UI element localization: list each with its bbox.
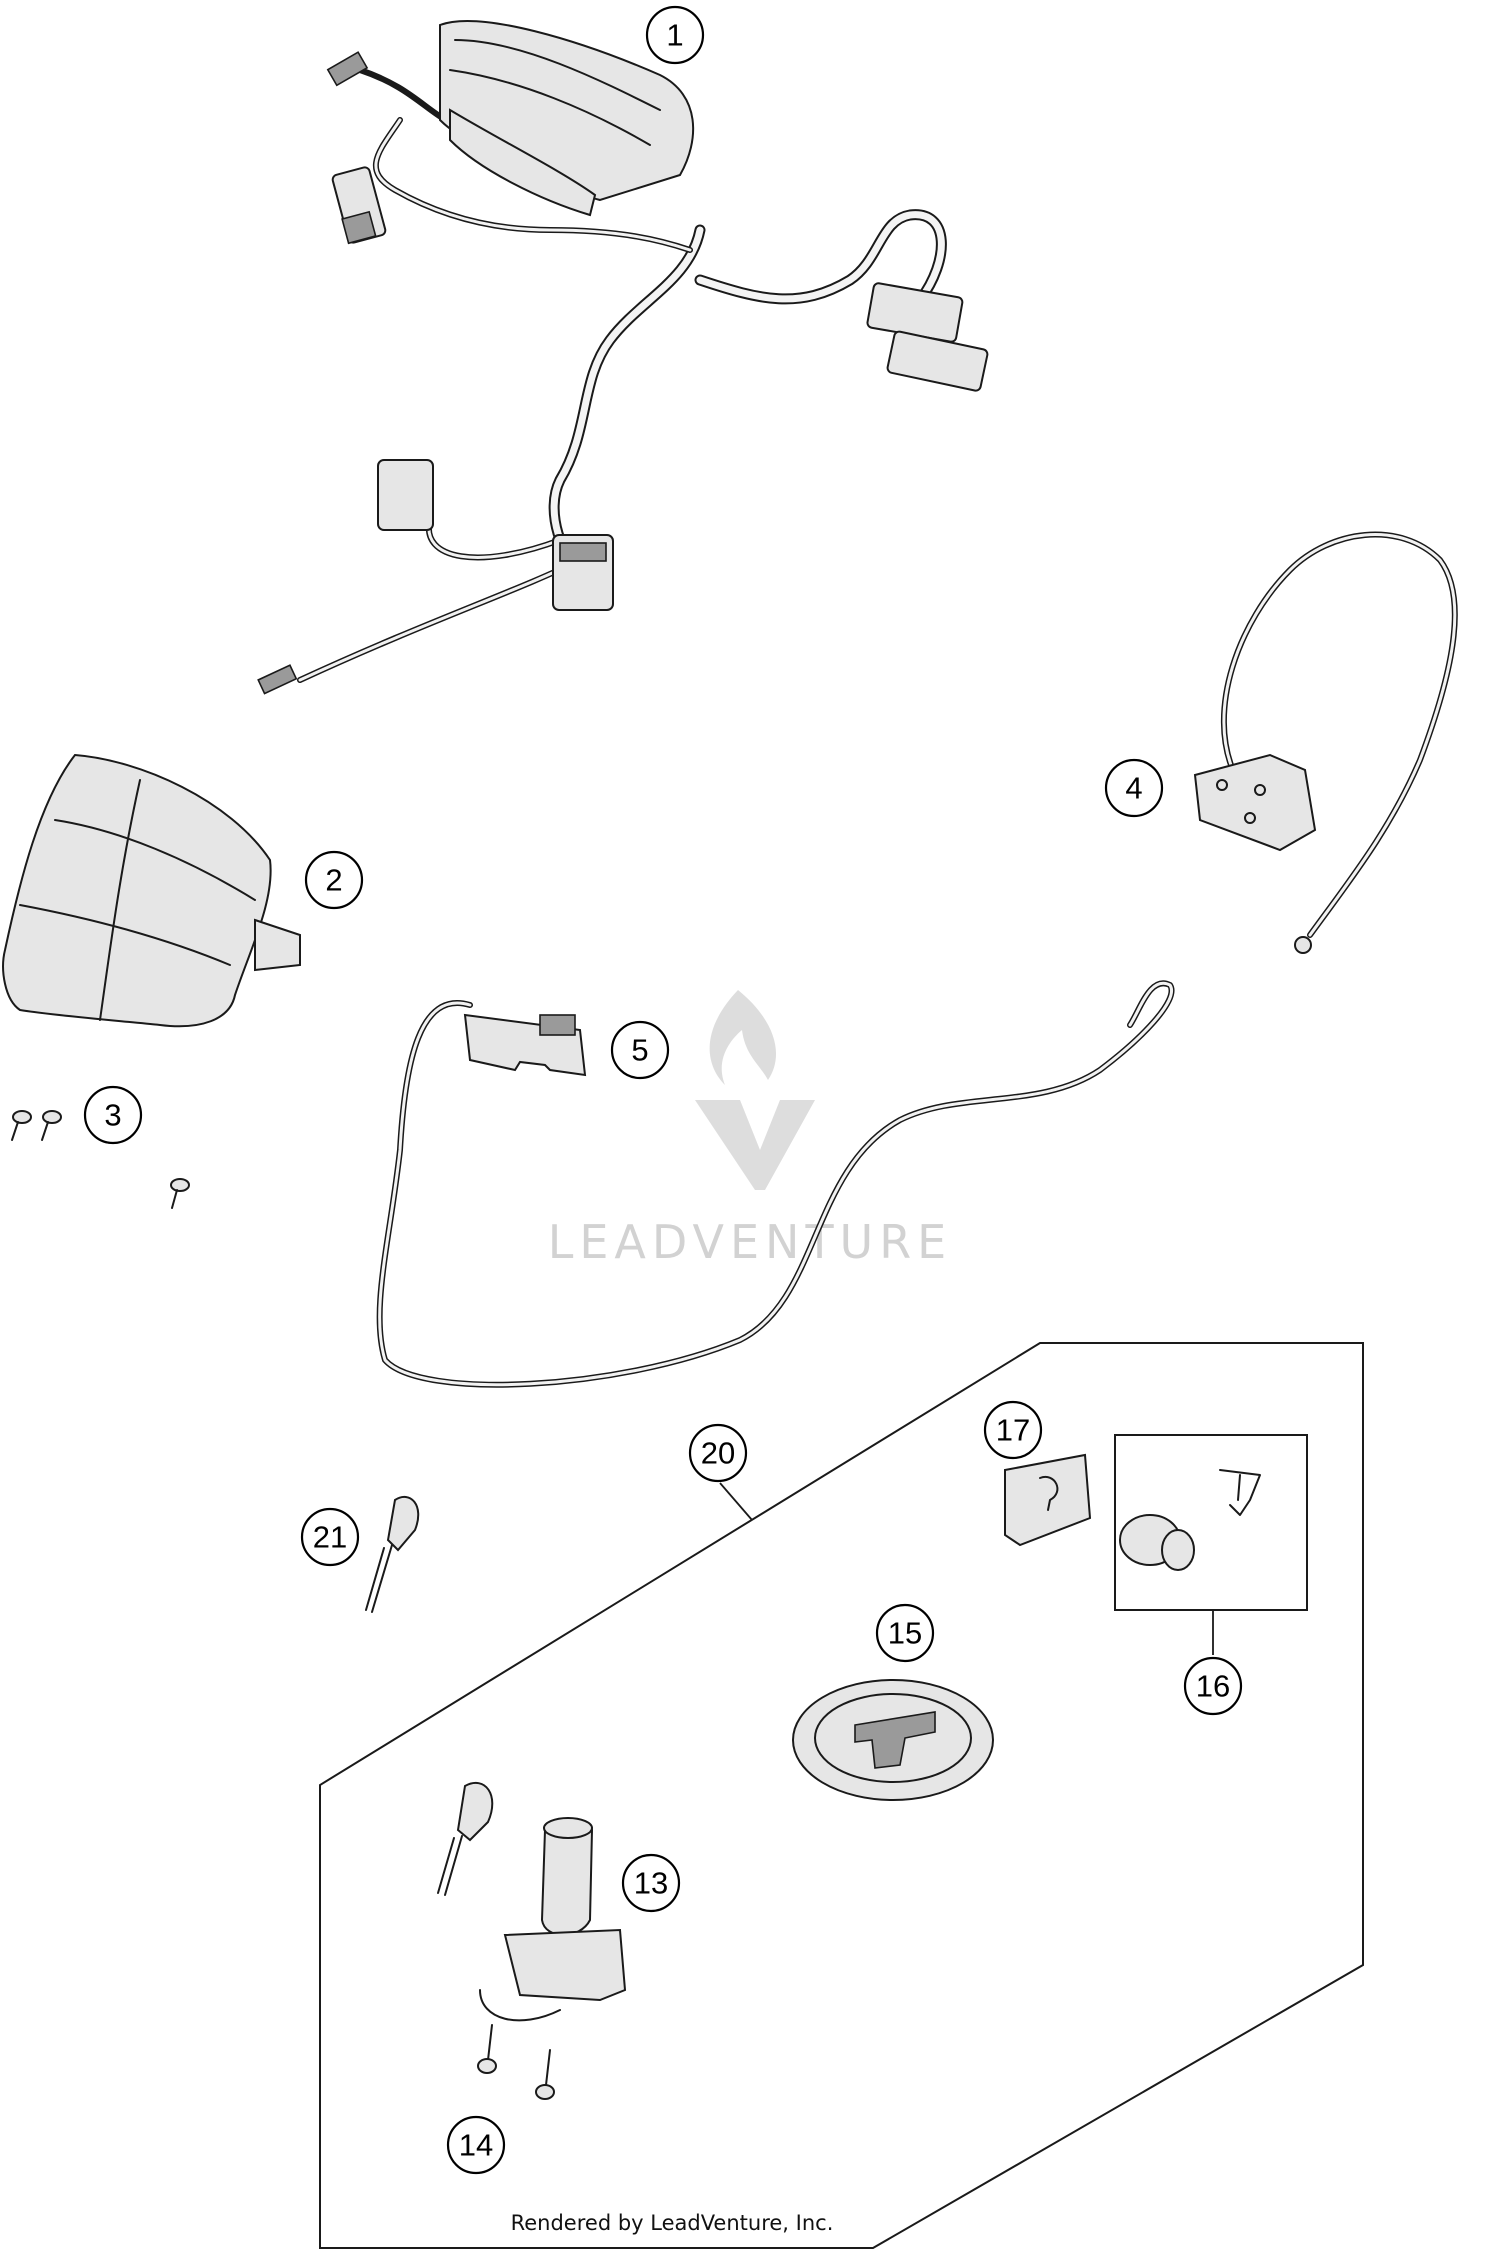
svg-text:5: 5: [631, 1033, 648, 1068]
headlight-mask-part: [2, 753, 301, 1028]
wiring-harness-part: [257, 20, 989, 695]
callout-17: 17: [983, 1400, 1043, 1460]
ignition-screws-part: [477, 2024, 555, 2100]
leader-20: [719, 1482, 753, 1521]
lock-plate-part: [1004, 1453, 1092, 1547]
svg-text:16: 16: [1196, 1669, 1230, 1704]
callout-3: 3: [83, 1085, 143, 1145]
watermark-flame-icon: [709, 990, 777, 1085]
callout-5: 5: [610, 1020, 670, 1080]
callout-14: 14: [446, 2115, 506, 2175]
svg-text:20: 20: [701, 1436, 735, 1471]
lock-cylinder-part: [1119, 1469, 1261, 1571]
callout-20: 20: [688, 1423, 748, 1483]
watermark-logo-icon: [695, 1100, 815, 1190]
ignition-key-part: [437, 1781, 494, 1896]
lock-kit-frame: [1114, 1434, 1308, 1611]
svg-text:2: 2: [325, 863, 342, 898]
screw: [535, 2049, 555, 2100]
screw: [11, 1110, 32, 1141]
screw: [41, 1110, 62, 1141]
callout-21: 21: [300, 1507, 360, 1567]
svg-text:13: 13: [634, 1866, 668, 1901]
callout-13: 13: [621, 1853, 681, 1913]
callout-4: 4: [1104, 758, 1164, 818]
svg-text:4: 4: [1125, 771, 1142, 806]
key-part: [365, 1495, 420, 1613]
svg-text:17: 17: [996, 1413, 1030, 1448]
screw: [477, 2024, 497, 2074]
fuel-cap-part: [792, 1679, 994, 1801]
svg-text:21: 21: [313, 1520, 347, 1555]
svg-text:15: 15: [888, 1616, 922, 1651]
helmet-lock-part: [376, 980, 1175, 1388]
screws-part: [11, 1110, 190, 1209]
kit-frame: [319, 1342, 1364, 2249]
ignition-lock-part: [479, 1817, 627, 2022]
screw: [170, 1178, 190, 1209]
svg-text:14: 14: [459, 2128, 493, 2163]
svg-text:3: 3: [104, 1098, 121, 1133]
callout-16: 16: [1183, 1656, 1243, 1716]
seat-lock-part: [1193, 531, 1458, 954]
callout-15: 15: [875, 1603, 935, 1663]
watermark-text: LEADVENTURE: [548, 1215, 953, 1269]
watermark: LEADVENTURE: [548, 990, 953, 1269]
svg-text:1: 1: [666, 18, 683, 53]
callout-2: 2: [304, 850, 364, 910]
rendered-by-credit: Rendered by LeadVenture, Inc.: [511, 2211, 834, 2235]
callout-1: 1: [645, 5, 705, 65]
